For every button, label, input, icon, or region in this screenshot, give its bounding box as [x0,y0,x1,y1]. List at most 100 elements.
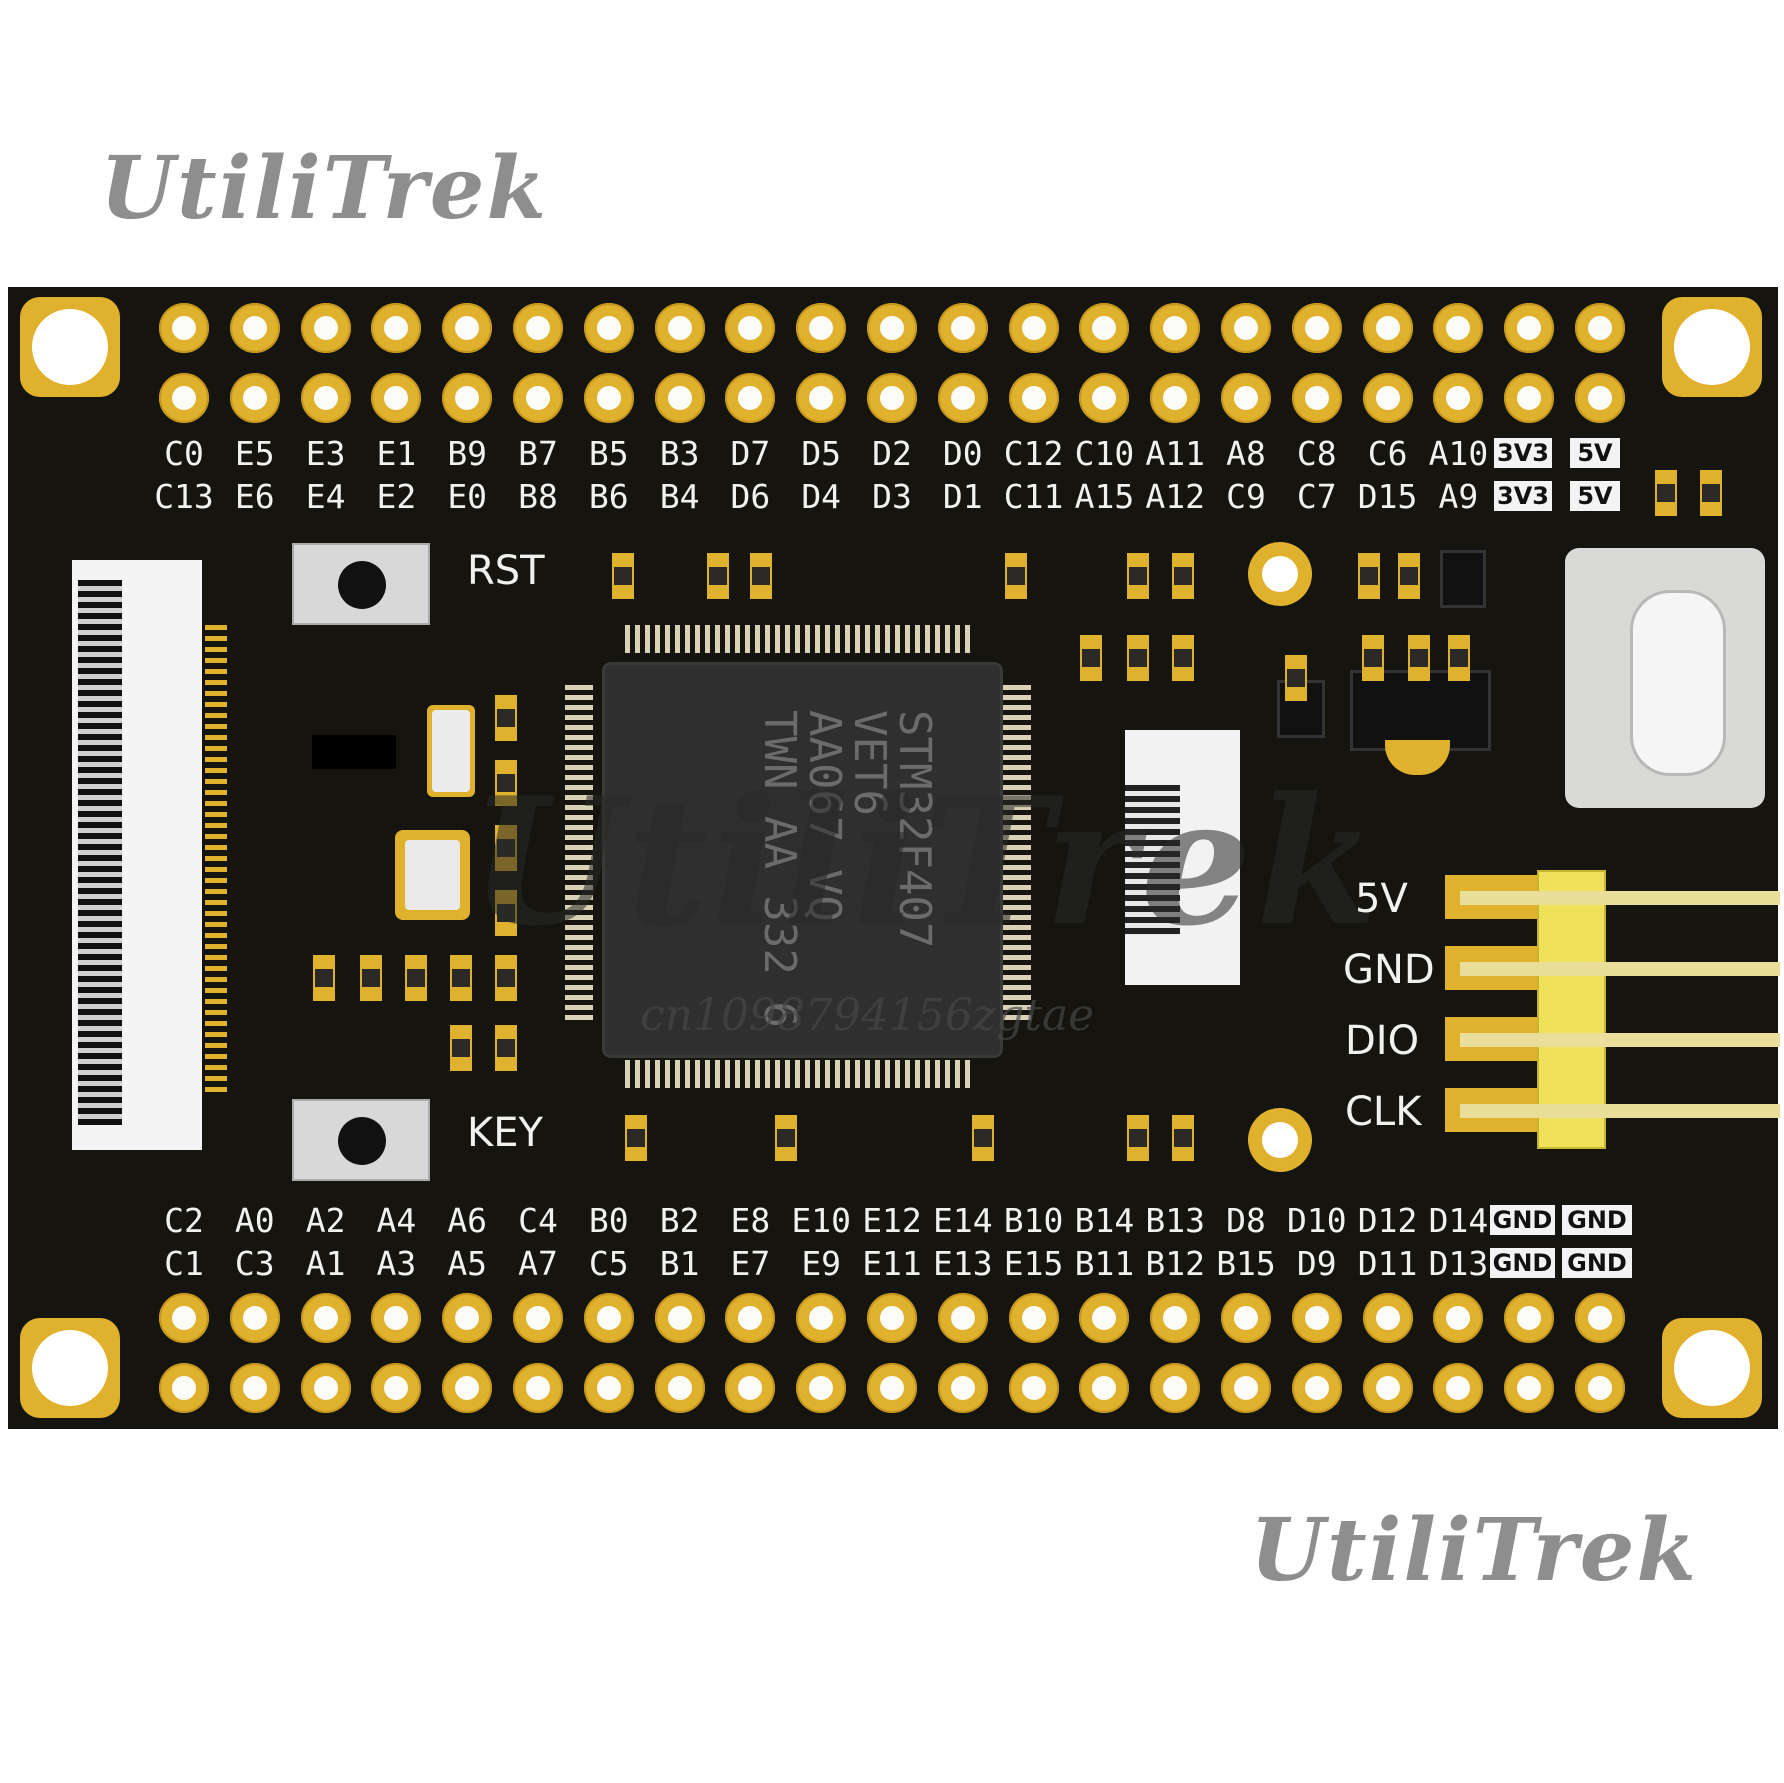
pin-label: C1 [164,1244,204,1283]
pin-label: B2 [659,1201,700,1240]
pin-label: A15 [1074,477,1135,516]
crystal-32khz [427,705,475,797]
header-hole [1291,303,1342,353]
header-hole [442,1293,493,1343]
pin-label: C2 [164,1201,204,1240]
pin-label: A6 [447,1201,488,1240]
header-hole [937,1363,988,1413]
pin-label: B8 [518,477,558,516]
smd-component [612,553,634,599]
pin-label: B10 [1003,1201,1064,1240]
pin-label: C0 [164,434,204,473]
smd-component [1285,655,1307,701]
header-pin-gnd[interactable] [1460,962,1780,976]
smd-component [495,1025,517,1071]
pin-label: D7 [730,434,771,473]
header-hole [725,1293,776,1343]
header-hole [867,373,917,423]
pin-label: E10 [791,1201,851,1240]
pin-label: D1 [942,477,983,516]
mcu-pins-top [625,625,975,653]
pin-label: D4 [801,477,842,516]
header-hole [1008,1293,1059,1343]
reset-button[interactable] [292,543,430,625]
header-pin-clk[interactable] [1460,1104,1780,1118]
header-hole [1150,303,1201,353]
header-hole [1362,1363,1413,1413]
header-hole [1008,1363,1059,1413]
smd-component [1448,635,1470,681]
smd-component [495,955,517,1001]
smd-component [495,890,517,936]
pin-label: D13 [1428,1244,1489,1283]
header-hole [654,373,705,423]
pin-label: C13 [154,477,214,516]
mcu-chip: STM32F407 VET6 AA067 VQ TWN AA 332 6 [605,665,1000,1055]
header-hole [1150,1293,1201,1343]
header-hole [300,1363,351,1413]
watermark-center: UtiliTrek [470,760,1382,965]
ffc-solder-pins [205,625,227,1095]
header-hole [796,373,847,423]
key-button-cap [338,1117,386,1165]
smd-component [1172,635,1194,681]
header-hole [937,303,988,353]
pin-label: A1 [305,1244,346,1283]
pin-label: E15 [1003,1244,1064,1283]
mcu-pins-right [1003,685,1031,1025]
header-hole [583,303,634,353]
reset-button-cap [338,561,386,609]
header-hole [371,1293,422,1343]
header-pin-5v[interactable] [1460,891,1780,905]
pin-label: C6 [1367,434,1408,473]
pin-label: E13 [932,1244,993,1283]
smd-component [1127,553,1149,599]
gnd-tag-bottom-3: GND [1490,1248,1555,1278]
pin-label: B6 [588,477,629,516]
watermark-code: cn1098794156zgtae [640,990,1095,1041]
smd-component [707,553,729,599]
smd-component [495,760,517,806]
pin-label: C10 [1074,434,1135,473]
usb-c-receptacle [1630,590,1726,776]
header-hole [1433,1363,1484,1413]
header-hole [229,373,280,423]
smd-component [1408,635,1430,681]
header-pin-dio[interactable] [1460,1033,1780,1047]
diode-2 [1277,680,1325,738]
pin-label: D3 [872,477,912,516]
header-hole [159,373,209,423]
power-tag-top-4: 5V [1570,481,1620,511]
header-hole [1221,1293,1271,1343]
header-hole [796,303,847,353]
header-hole [796,1293,847,1343]
header-label-5v: 5V [1355,876,1408,922]
key-button[interactable] [292,1099,430,1181]
header-hole [229,1293,280,1343]
smd-component [1005,553,1027,599]
pin-label: A5 [447,1244,488,1283]
key-label: KEY [467,1110,543,1156]
header-hole [867,1363,917,1413]
smd-component [1172,1115,1194,1161]
mcu-pins-left [565,685,593,1025]
smd-component [360,955,382,1001]
watermark-bottom: UtiliTrek [1250,1500,1699,1601]
header-hole [229,303,280,353]
smd-component [450,955,472,1001]
header-hole [1504,303,1555,353]
pin-label: A3 [376,1244,417,1283]
pin-label: A2 [305,1201,346,1240]
header-hole [371,1363,422,1413]
pin-label: E5 [234,434,275,473]
diode-1 [1440,550,1486,608]
pin-label: D12 [1357,1201,1418,1240]
header-hole [513,303,563,353]
header-hole [1504,1293,1555,1343]
pin-label: D9 [1296,1244,1337,1283]
pin-label: B7 [518,434,558,473]
test-ring-bottom [1248,1108,1312,1172]
pin-label: A10 [1428,434,1489,473]
smd-component [405,955,427,1001]
pin-label: B1 [659,1244,700,1283]
